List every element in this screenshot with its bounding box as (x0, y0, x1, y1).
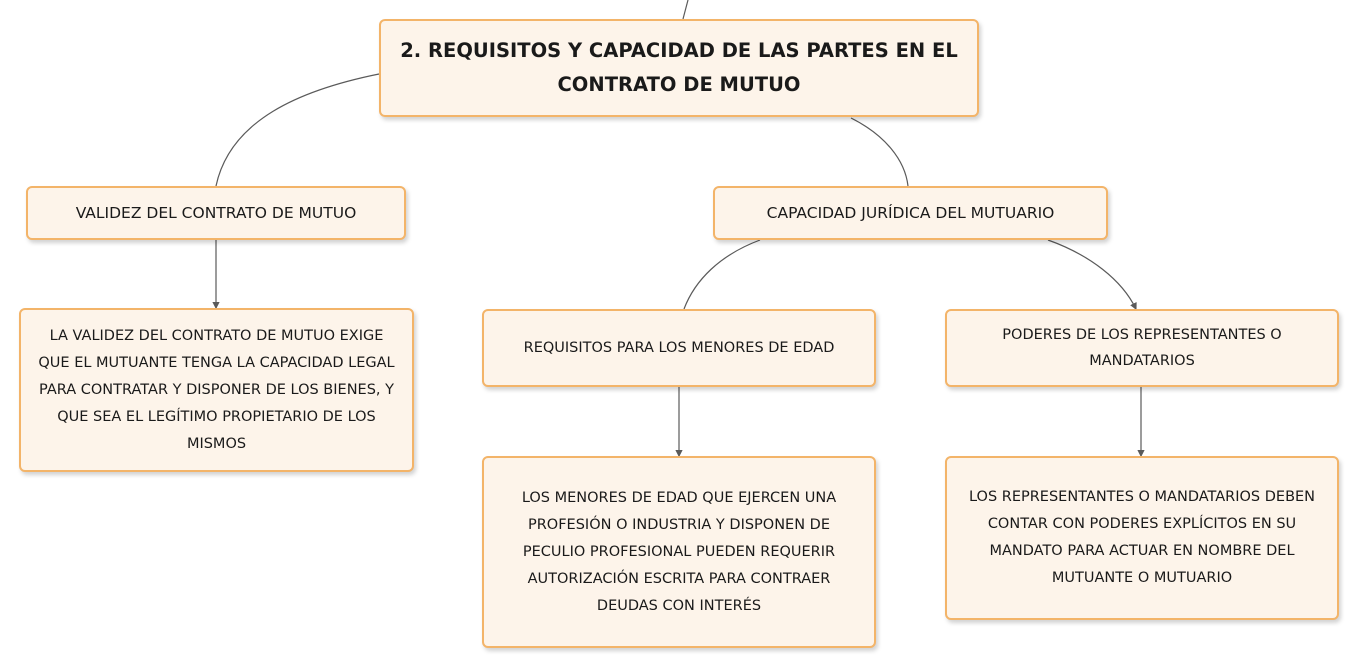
topic-menores[interactable]: REQUISITOS PARA LOS MENORES DE EDAD (482, 309, 876, 387)
topic-poderes[interactable]: PODERES DE LOS REPRESENTANTES O MANDATAR… (945, 309, 1339, 387)
topic-validez-label: VALIDEZ DEL CONTRATO DE MUTUO (75, 204, 357, 222)
topic-menores-label: REQUISITOS PARA LOS MENORES DE EDAD (523, 340, 835, 356)
connector-root-to-capacidad (850, 117, 909, 187)
detail-poderes[interactable]: LOS REPRESENTANTES O MANDATARIOS DEBEN C… (945, 456, 1339, 620)
connector-root-to-validez (215, 73, 380, 187)
detail-validez[interactable]: LA VALIDEZ DEL CONTRATO DE MUTUO EXIGE Q… (19, 308, 414, 472)
detail-menores-text: LOS MENORES DE EDAD QUE EJERCEN UNA PROF… (521, 489, 837, 614)
root-topic[interactable]: 2. REQUISITOS Y CAPACIDAD DE LAS PARTES … (379, 19, 979, 117)
detail-validez-text: LA VALIDEZ DEL CONTRATO DE MUTUO EXIGE Q… (38, 327, 395, 452)
connector-capacidad-to-poderes (1047, 239, 1137, 311)
connector-incoming-top (682, 0, 689, 20)
connector-capacidad-to-menores (683, 239, 761, 310)
topic-poderes-label: PODERES DE LOS REPRESENTANTES O MANDATAR… (1002, 327, 1282, 369)
topic-capacidad[interactable]: CAPACIDAD JURÍDICA DEL MUTUARIO (713, 186, 1108, 240)
topic-capacidad-label: CAPACIDAD JURÍDICA DEL MUTUARIO (766, 204, 1055, 222)
topic-validez[interactable]: VALIDEZ DEL CONTRATO DE MUTUO (26, 186, 406, 240)
detail-poderes-text: LOS REPRESENTANTES O MANDATARIOS DEBEN C… (968, 489, 1316, 586)
detail-menores[interactable]: LOS MENORES DE EDAD QUE EJERCEN UNA PROF… (482, 456, 876, 648)
root-topic-title: 2. REQUISITOS Y CAPACIDAD DE LAS PARTES … (400, 39, 958, 96)
